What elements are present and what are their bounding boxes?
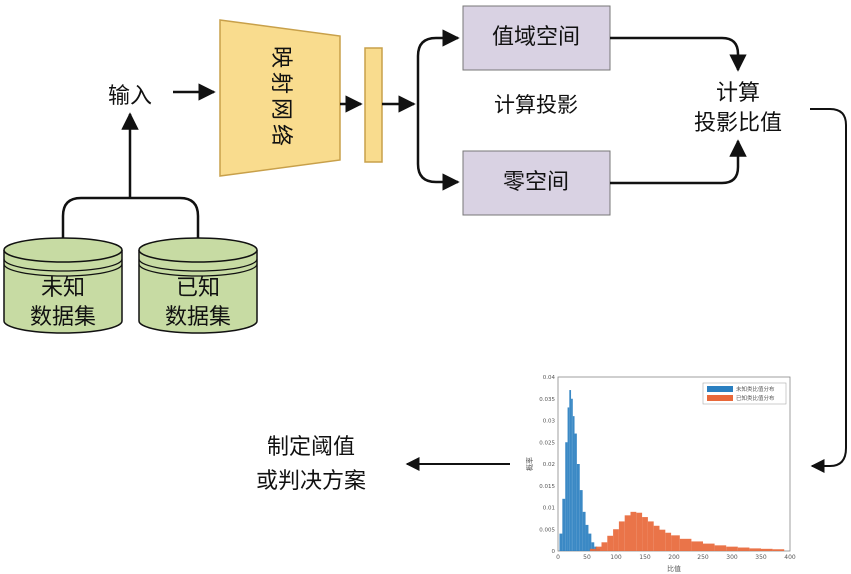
histogram-bar [630,511,637,551]
histogram-bar [562,498,566,551]
histogram-bar [569,390,572,551]
null-to-ratio-arrow [610,139,747,185]
legend-swatch-unknown [707,386,733,392]
histogram-bar [571,398,573,551]
unknown-dataset-line2: 数据集 [30,305,96,330]
histogram-bar [636,512,643,551]
chart-series-known [589,511,785,551]
chart-x-tick-label: 300 [726,554,738,561]
histogram-bar [726,546,738,551]
chart-x-tick-label: 400 [784,554,796,561]
chart-x-tick-label: 150 [639,554,651,561]
chart-x-axis-label: 比值 [667,564,681,573]
known-dataset-line2: 数据集 [165,305,231,330]
histogram-bar [624,515,631,551]
range-to-ratio-arrow [610,36,747,72]
histogram-bar [607,535,614,551]
histogram-bar [714,545,727,551]
chart-y-ticks: 0 0.005 0.01 0.015 0.02 0.025 0.03 0.035 0.04 [539,375,555,555]
decision-label-line1: 制定阈值 [267,435,355,460]
chart-y-tick-label: 0.015 [539,484,555,490]
chart-y-tick-label: 0.02 [543,462,555,468]
histogram-bar [613,529,619,551]
chart-x-tick-label: 250 [697,554,709,561]
histogram-bar [585,524,589,551]
histogram-bar [591,542,595,551]
histogram-bar [574,433,577,551]
histogram-bar [691,541,703,551]
range-space-label: 值域空间 [492,25,580,50]
range-space-box [462,5,611,71]
chart-y-tick-label: 0 [552,549,556,555]
histogram-bar [679,538,692,551]
histogram-bar [749,548,761,551]
ratio-label-line2: 投影比值 [694,111,782,136]
split-to-range-arrow [416,29,460,104]
decision-label-line2: 或判决方案 [256,469,366,494]
legend-label-unknown: 未知类比值分布 [736,385,775,393]
chart-legend: 未知类比值分布 已知类比值分布 [702,382,787,405]
histogram-bar [579,490,583,551]
histogram-bar [671,535,680,551]
ratio-label-line1: 计算 [716,81,760,106]
unknown-dataset-line1: 未知 [41,276,85,301]
chart-y-tick-label: 0.035 [539,397,555,403]
legend-swatch-known [707,395,733,401]
chart-y-tick-label: 0.005 [539,527,555,533]
histogram-bar [642,517,648,551]
chart-plot-area [557,376,791,552]
histogram-bar [703,543,715,551]
histogram-bar [761,548,773,551]
feature-vector-block [364,47,383,163]
chart-y-tick-label: 0.01 [543,506,555,512]
histogram-bar [659,529,666,551]
histogram-bar [665,532,672,551]
datasets-connector [61,196,200,238]
histogram-bar [601,542,608,551]
histogram-bar [559,533,563,551]
histogram-bar [647,521,654,551]
chart-x-tick-label: 100 [610,554,622,561]
histogram-bar [589,548,596,551]
histogram-bar [595,546,602,551]
legend-label-known: 已知类比值分布 [736,394,775,402]
chart-y-tick-label: 0.025 [539,440,555,446]
chart-y-tick-label: 0.04 [543,375,556,381]
chart-y-tick-label: 0.03 [543,419,556,425]
mapping-network-block [219,19,341,177]
chart-series-unknown [559,390,601,551]
chart-x-tick-label: 350 [755,554,767,561]
histogram-bar [772,549,785,551]
chart-x-tick-label: 0 [556,554,560,561]
compute-projection-label: 计算投影 [494,93,578,117]
null-space-label: 零空间 [503,170,569,195]
known-dataset-line1: 已知 [176,276,220,301]
histogram-bar [588,533,592,551]
histogram-bar [576,464,580,551]
unknown-dataset-cylinder [3,237,123,334]
histogram-bar [737,547,750,551]
histogram-bar [572,416,575,551]
histogram-bar [618,521,625,551]
chart-x-tick-label: 50 [583,554,591,561]
histogram-bar [567,407,570,551]
mapping-network-label: 映射网络 [268,46,293,150]
histogram-bar [653,525,660,551]
known-dataset-cylinder [138,237,258,334]
ratio-to-chart-arrow [810,108,847,473]
chart-y-axis-label: 概率 [525,457,534,471]
histogram-bar [582,511,586,551]
chart-x-tick-label: 200 [668,554,680,561]
input-label: 输入 [108,84,152,109]
histogram-chart: 0 50 100 150 200 250 300 350 400 0 0.005 0.01 0.015… [525,375,796,573]
split-to-null-arrow [416,104,460,191]
histogram-bar [565,442,568,551]
chart-x-ticks: 0 50 100 150 200 250 300 350 400 [556,554,796,561]
